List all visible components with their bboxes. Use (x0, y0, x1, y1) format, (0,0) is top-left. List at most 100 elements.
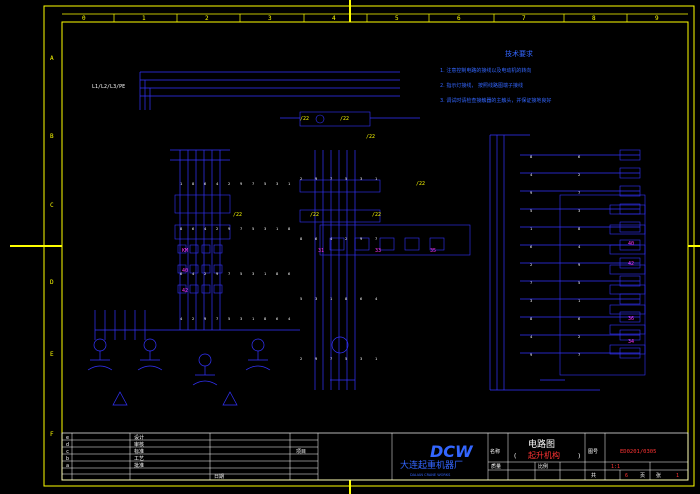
device-tag: 36 (628, 316, 634, 322)
sign-standard: 标准 (134, 448, 144, 455)
col-label: 8 (592, 15, 596, 22)
terminal-number: 1 (264, 271, 267, 276)
sign-process: 工艺 (134, 456, 144, 462)
component-box (189, 284, 199, 294)
terminal-number: 5 (578, 280, 580, 285)
rev-row-e: e (66, 435, 69, 441)
motor-symbol (93, 338, 107, 352)
motor-symbol (198, 353, 212, 367)
title-block: e d c b a 设计 审核 标准 工艺 批准 日期 项目 DCW 大连起重机… (61, 432, 689, 481)
ground-symbol (112, 391, 128, 406)
terminal-number: 4 (530, 172, 533, 177)
terminal-number: 8 (276, 271, 279, 276)
col-label: 4 (332, 15, 336, 22)
terminal-number: 6 (276, 316, 279, 321)
terminal-number: 9 (228, 226, 231, 231)
row-label: D (50, 279, 54, 286)
component-box (177, 284, 187, 294)
terminal-number: 6 (204, 181, 207, 186)
company-name-cn: 大连起重机器厂 (400, 459, 463, 471)
drawing-subtitle: 起升机构 (528, 450, 560, 460)
terminal-number: 6 (578, 316, 581, 321)
terminal-number: 5 (530, 208, 532, 213)
terminal-number: 7 (216, 316, 218, 321)
page-label: 页 (640, 473, 645, 479)
col-label: 2 (205, 15, 209, 22)
scale-value: 1:1 (611, 464, 620, 470)
terminal-number: 9 (204, 316, 207, 321)
drawing-title: 电路图 (528, 438, 555, 450)
cross-ref-tag: /22 (366, 134, 375, 140)
terminal-number: 8 (192, 181, 195, 186)
device-tag: 40 (182, 268, 188, 274)
terminal-number: 3 (240, 316, 242, 321)
component-box (174, 224, 231, 240)
component-box (619, 311, 641, 323)
terminal-number: 2 (216, 226, 218, 231)
main-motor (331, 336, 349, 354)
notes-line-1: 1. 注意控制电路的接线以及电动机的转向 (440, 67, 531, 74)
terminal-number: 8 (180, 226, 183, 231)
paren-close: ) (578, 453, 580, 460)
terminal-number: 8 (578, 226, 581, 231)
row-label: C (50, 202, 54, 209)
component-box (609, 204, 646, 215)
rev-row-c: c (66, 449, 69, 455)
drawing-no: ED0201/0305 (620, 449, 656, 455)
brake-symbol (245, 365, 271, 371)
terminal-number: 6 (360, 296, 363, 301)
component-box (299, 179, 381, 193)
component-box (609, 244, 646, 255)
terminal-number: 3 (252, 271, 254, 276)
col-label: 1 (142, 15, 146, 22)
terminal-number: 8 (288, 226, 291, 231)
supply-label: L1/L2/L3/PE (92, 84, 125, 90)
col-label: 5 (395, 15, 399, 22)
component-box (201, 264, 211, 274)
brake-symbol (87, 365, 113, 371)
component-box (201, 284, 211, 294)
component-box (619, 257, 641, 269)
terminal-number: 4 (192, 271, 195, 276)
component-box (404, 237, 420, 251)
motor-symbol (143, 338, 157, 352)
terminal-number: 6 (578, 154, 581, 159)
terminal-number: 6 (315, 236, 318, 241)
component-box (213, 284, 223, 294)
component-box (213, 244, 223, 254)
terminal-number: 5 (252, 226, 254, 231)
terminal-number: 5 (345, 176, 347, 181)
terminal-number: 7 (375, 236, 377, 241)
company-logo: DCW (430, 442, 474, 461)
component-box (619, 149, 641, 161)
component-box (619, 275, 641, 287)
terminal-number: 3 (578, 208, 580, 213)
terminal-number: 6 (192, 226, 195, 231)
terminal-number: 5 (228, 316, 230, 321)
notes-line-3: 3. 调试时请检查接触器的主触头，并保证接地良好 (440, 97, 551, 104)
terminal-number: 1 (252, 316, 255, 321)
terminal-number: 7 (578, 352, 580, 357)
component-box (619, 185, 641, 197)
total-value: 6 (625, 473, 628, 479)
terminal-number: 4 (578, 244, 581, 249)
device-tag: KM (182, 248, 188, 254)
terminal-number: 2 (192, 316, 194, 321)
terminal-number: 7 (578, 190, 580, 195)
terminal-number: 9 (315, 356, 318, 361)
component-box (177, 244, 187, 254)
component-box (609, 304, 646, 315)
title-block-border (61, 432, 689, 481)
terminal-number: 3 (315, 296, 317, 301)
terminal-number: 1 (375, 356, 378, 361)
terminal-number: 9 (530, 352, 533, 357)
terminal-number: 2 (578, 172, 580, 177)
sign-design: 设计 (134, 434, 144, 441)
terminal-number: 9 (360, 236, 363, 241)
terminal-number: 9 (315, 176, 318, 181)
cross-ref-tag: /22 (416, 181, 425, 187)
terminal-number: 2 (578, 334, 580, 339)
row-label: F (50, 431, 54, 438)
terminal-number: 8 (345, 296, 348, 301)
